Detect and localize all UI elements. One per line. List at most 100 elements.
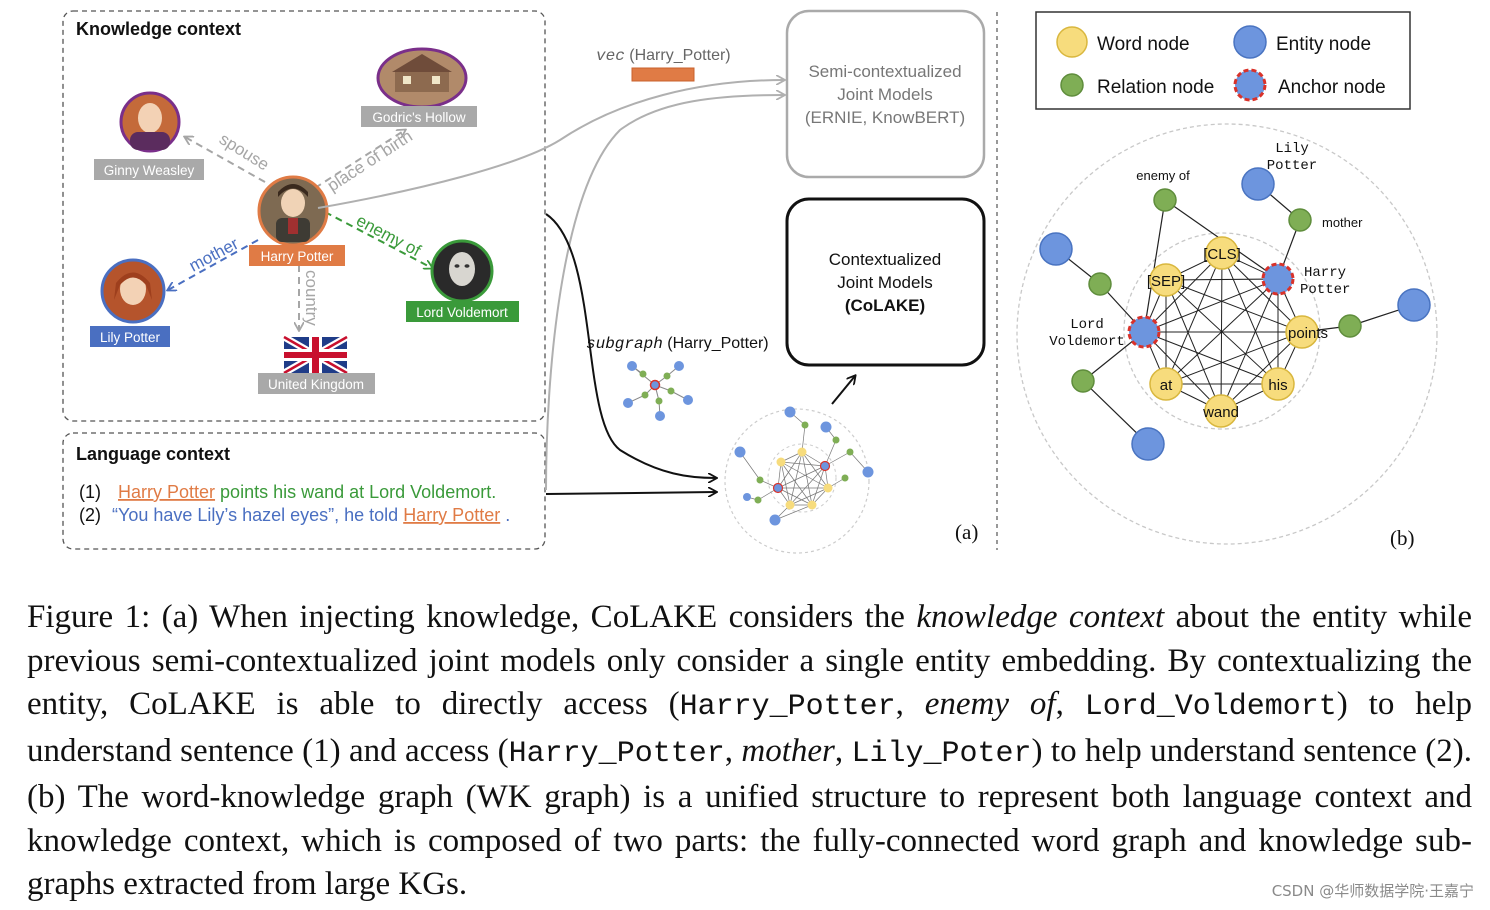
legend-entity-node: Entity node xyxy=(1276,34,1371,55)
lily-label: Lily Potter xyxy=(100,330,161,345)
caption-lily-poter: Lily_Poter xyxy=(851,736,1032,771)
caption-part-6: , xyxy=(724,732,742,769)
embedding-bar xyxy=(631,67,695,82)
caption-harry-potter-2: Harry_Potter xyxy=(508,736,725,771)
relation-mother-label: mother xyxy=(186,234,242,276)
relation-node-enemy-of xyxy=(1153,188,1177,212)
semi-box-line2: Joint Models xyxy=(837,85,932,104)
sentence-2: (2) “You have Lily’s hazel eyes”, he tol… xyxy=(79,505,510,525)
subgraph-arg: (Harry_Potter) xyxy=(667,335,768,352)
entity-node-bottom xyxy=(1131,427,1165,461)
uk-label-bg xyxy=(258,373,375,394)
caption-harry-potter-1: Harry_Potter xyxy=(679,690,896,724)
sentence-2-suffix: . xyxy=(505,505,510,525)
harry-label-bg xyxy=(249,245,345,266)
word-node-cls xyxy=(1205,236,1239,270)
sentence-1-number: (1) xyxy=(79,482,101,502)
word-label-cls: [CLS] xyxy=(1203,246,1241,263)
sentence-1-entity: Harry Potter xyxy=(118,482,215,502)
word-label-sep: [SEP] xyxy=(1147,273,1185,290)
godric-label-bg xyxy=(361,106,477,127)
kg-edges xyxy=(168,130,432,330)
entity-node-right xyxy=(1397,288,1431,322)
anchor-node-voldemort xyxy=(1127,315,1161,349)
node-label-voldemort-1: Lord xyxy=(1070,317,1104,333)
harry-portrait xyxy=(257,175,329,247)
figure-caption: Figure 1: (a) When injecting knowledge, … xyxy=(27,596,1472,907)
word-label-points: points xyxy=(1288,325,1328,342)
relation-place-of-birth-label: place of birth xyxy=(324,126,416,195)
panel-a-label: (a) xyxy=(955,520,978,544)
semi-box-line3: (ERNIE, KnowBERT) xyxy=(805,108,965,127)
harry-label: Harry Potter xyxy=(261,249,334,264)
subgraph-label: subgraph (Harry_Potter) xyxy=(586,335,769,353)
word-node-swatch xyxy=(1056,26,1088,58)
entity-node-left-top xyxy=(1039,232,1073,266)
outer-boundary xyxy=(1016,123,1438,545)
relation-node-left-top xyxy=(1088,272,1112,296)
ctx-box-line2: Joint Models xyxy=(837,273,932,292)
subgraph-icon xyxy=(623,361,693,421)
caption-part-7: , xyxy=(834,732,852,769)
vec-label: vec (Harry_Potter) xyxy=(596,47,731,65)
relation-node-mother xyxy=(1288,208,1312,232)
panel-b: Word node Entity node Relation node Anch… xyxy=(1016,11,1438,550)
vec-fn: vec xyxy=(596,47,625,65)
node-label-voldemort-2: Voldemort xyxy=(1049,334,1125,350)
caption-part-5: ) to help understand sentence (1) and ac… xyxy=(27,686,1473,769)
ginny-portrait xyxy=(119,91,181,153)
caption-part-8: ) to help under­stand sentence (2). (b) … xyxy=(27,732,1473,903)
voldemort-label: Lord Voldemort xyxy=(416,305,508,320)
knowledge-context-title: Knowledge context xyxy=(76,19,241,39)
semi-box-line1: Semi-contextualized xyxy=(808,62,961,81)
mini-wk-graph xyxy=(724,406,874,554)
arrow-lang-to-graph xyxy=(545,492,716,494)
legend-word-node: Word node xyxy=(1097,34,1190,55)
anchor-node-harry xyxy=(1261,262,1295,296)
subgraph-fn: subgraph xyxy=(586,335,663,353)
relation-country-label: country xyxy=(302,270,321,326)
figure-1: Knowledge context spouse place of birth … xyxy=(62,9,1438,554)
word-node-wand xyxy=(1204,394,1238,428)
word-node-his xyxy=(1261,367,1295,401)
word-node-points xyxy=(1285,315,1319,349)
entity-node-lily xyxy=(1241,167,1275,201)
caption-part-3: , xyxy=(895,686,925,722)
caption-part-4: , xyxy=(1055,686,1085,722)
anchor-node-swatch xyxy=(1233,68,1267,102)
word-label-his: his xyxy=(1268,377,1287,394)
sentence-2-prefix: “You have Lily’s hazel eyes”, he told xyxy=(112,505,403,525)
word-node-at xyxy=(1149,367,1183,401)
uk-label: United Kingdom xyxy=(268,377,364,392)
contextualized-box xyxy=(785,197,986,367)
caption-knowledge-context: knowledge context xyxy=(916,599,1165,635)
caption-part-2: about the entity while previous semi-con… xyxy=(27,599,1472,722)
relation-node-left-bottom xyxy=(1071,369,1095,393)
node-label-mother: mother xyxy=(1322,215,1363,230)
node-label-lily-2: Potter xyxy=(1267,158,1317,174)
sentence-2-entity: Harry Potter xyxy=(403,505,500,525)
caption-lord-voldemort: Lord_Voldemort xyxy=(1084,690,1337,724)
sentence-2-number: (2) xyxy=(79,505,101,525)
csdn-watermark: CSDN @华师数据学院·王嘉宁 xyxy=(1271,882,1474,900)
inner-boundary xyxy=(1123,232,1321,430)
language-context-title: Language context xyxy=(76,444,230,464)
arrow-lang-to-semi xyxy=(545,95,784,491)
arrow-graph-to-ctx xyxy=(831,376,855,405)
sentence-1-rest: points his wand at Lord Voldemort. xyxy=(220,482,496,502)
legend-relation-node: Relation node xyxy=(1097,77,1214,98)
sentence-1: (1) Harry Potter points his wand at Lord… xyxy=(79,482,496,502)
caption-enemy-of: enemy of xyxy=(924,686,1056,722)
edge-spouse xyxy=(185,137,266,183)
arrow-vec-to-semi xyxy=(317,80,784,209)
arrow-kg-to-graph xyxy=(545,213,716,478)
node-label-harry-1: Harry xyxy=(1304,265,1346,281)
language-context-box xyxy=(62,432,546,550)
edge-place-of-birth xyxy=(314,130,405,189)
node-label-lily-1: Lily xyxy=(1275,141,1309,157)
edge-enemy-of xyxy=(324,211,432,268)
vec-arg: (Harry_Potter) xyxy=(629,47,730,64)
ginny-label-bg xyxy=(94,159,204,180)
word-label-at: at xyxy=(1160,377,1173,394)
ginny-label: Ginny Weasley xyxy=(104,163,195,178)
